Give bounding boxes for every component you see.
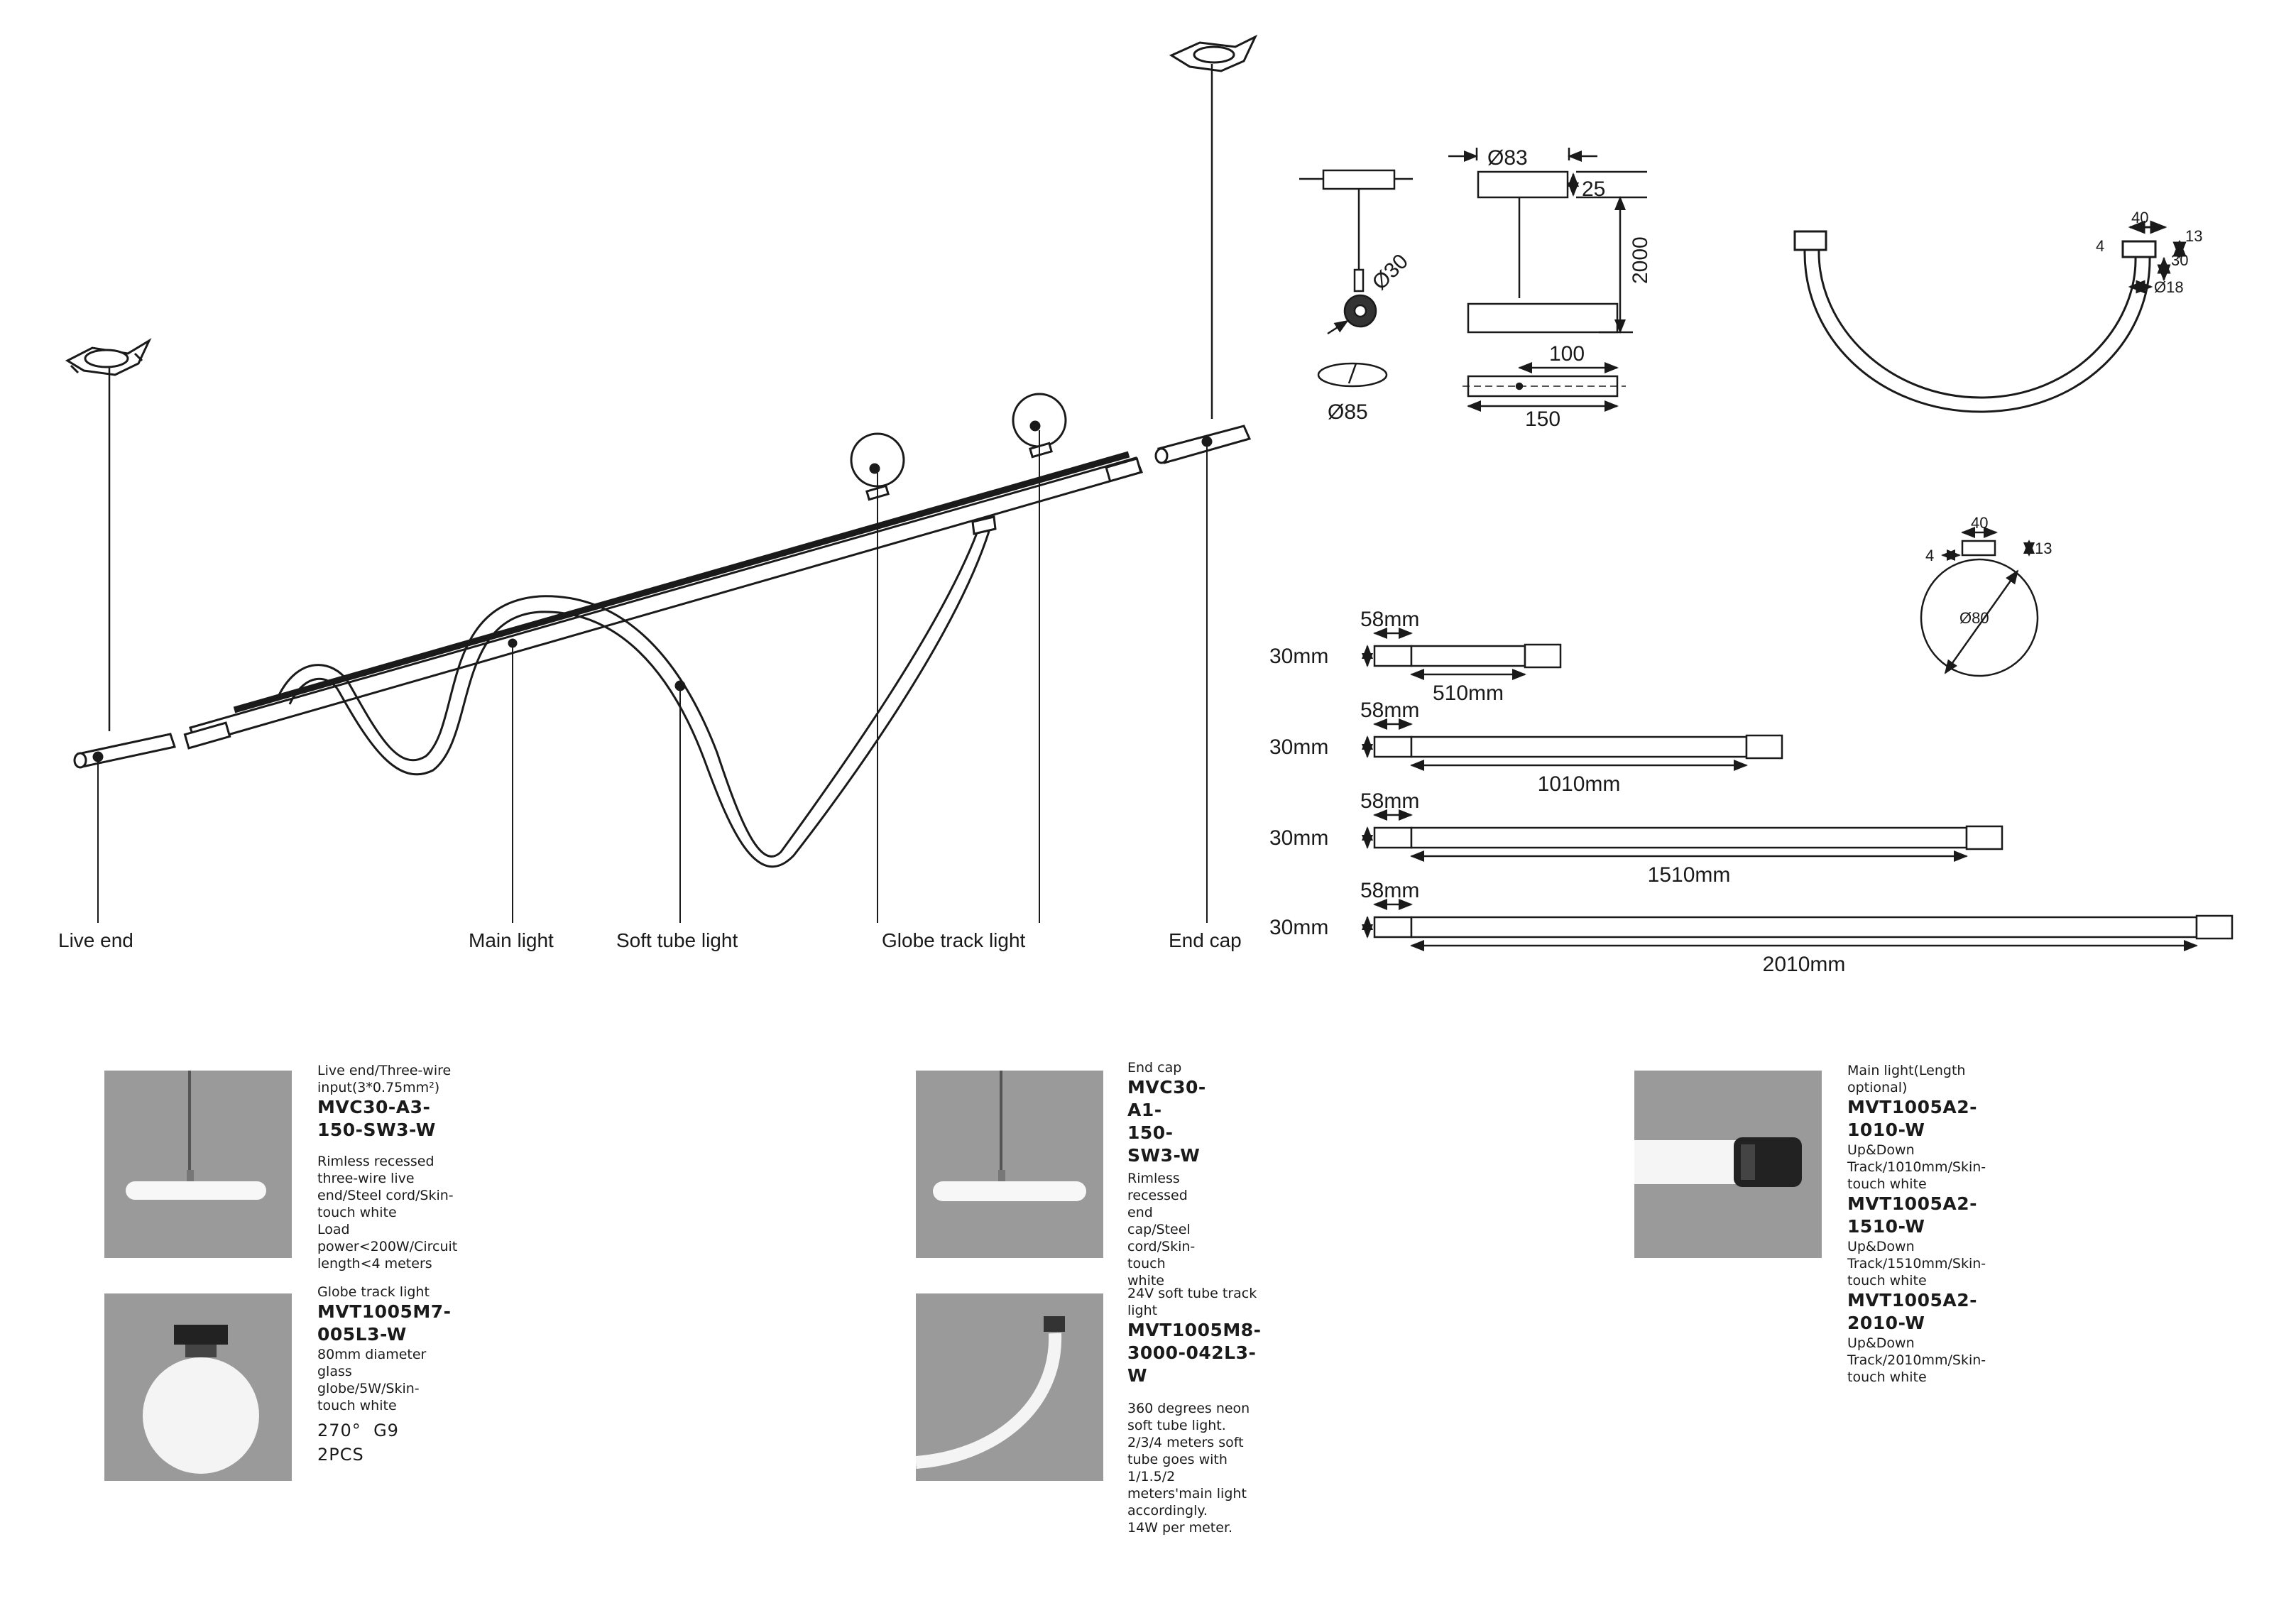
dim-globe-w40: 40 xyxy=(1971,514,1988,532)
dim-tube-w40: 40 xyxy=(2131,209,2148,226)
dim-tube-d18: Ø18 xyxy=(2154,278,2184,296)
main-light-desc-3: Up&Down Track/2010mm/Skin-touch white xyxy=(1847,1335,1986,1385)
track-head-connector xyxy=(1373,916,1413,939)
dim-h2000: 2000 xyxy=(1629,236,1652,284)
track-end-connector xyxy=(2195,914,2234,940)
dim-tube-h13: 13 xyxy=(2185,227,2202,245)
track-head-connector xyxy=(1373,735,1413,758)
globe-track-lights xyxy=(850,393,1067,923)
live-end-desc2: Load power<200W/Circuit length<4 meters xyxy=(317,1222,458,1271)
live-end-assembly xyxy=(65,338,176,923)
end-cap-title: End cap xyxy=(1127,1060,1182,1076)
track-head-connector xyxy=(1373,645,1413,667)
track-length-label: 2010mm xyxy=(1763,953,1846,976)
soft-tube-code: MVT1005M8-3000-042L3-W xyxy=(1127,1320,1262,1386)
track-length-label: 1010mm xyxy=(1538,772,1621,796)
canopy-front-view xyxy=(1448,148,1647,412)
globe-dimension-drawing xyxy=(1920,527,2039,677)
soft-tube-loop xyxy=(275,515,997,923)
soft-tube-desc2: 2/3/4 meters soft tube goes with 1/1.5/2… xyxy=(1127,1435,1247,1519)
dim-d83: Ø83 xyxy=(1487,146,1528,170)
globe-base: G9 xyxy=(373,1421,399,1440)
globe-desc1: 80mm diameter glass globe/5W/Skin-touch … xyxy=(317,1347,427,1413)
end-cap-thumbnail xyxy=(916,1071,1103,1258)
track-end-connector xyxy=(1745,734,1783,760)
track-length-label: 1510mm xyxy=(1648,863,1731,887)
track-tube-body xyxy=(1410,916,2198,939)
live-end-title: Live end/Three-wire input(3*0.75mm²) xyxy=(317,1063,452,1095)
globe-specs: 270° G9 xyxy=(317,1418,452,1443)
main-light-desc-1: Up&Down Track/1010mm/Skin-touch white xyxy=(1847,1142,1986,1192)
end-cap-assembly xyxy=(1154,34,1258,923)
track-diameter-label: 30mm xyxy=(1269,735,1328,759)
dim-tube-h30: 30 xyxy=(2171,251,2188,269)
globe-angle: 270° xyxy=(317,1421,361,1440)
soft-tube-thumbnail xyxy=(916,1293,1103,1481)
track-head-label: 58mm xyxy=(1360,789,1419,813)
dim-d30: Ø30 xyxy=(1368,250,1413,295)
track-length-label: 510mm xyxy=(1433,682,1504,705)
dim-globe-d80: Ø80 xyxy=(1959,609,1989,627)
soft-tube-desc1: 360 degrees neon soft tube light. xyxy=(1127,1401,1250,1433)
track-tube-body xyxy=(1410,826,1968,849)
track-head-label: 58mm xyxy=(1360,608,1419,631)
end-cap-desc1: Rimless recessed end cap/Steel cord/Skin… xyxy=(1127,1171,1196,1289)
track-head-label: 58mm xyxy=(1360,879,1419,902)
globe-qty: 2PCS xyxy=(317,1445,364,1465)
callout-soft-tube-light: Soft tube light xyxy=(616,929,738,951)
soft-tube-info: 24V soft tube track light MVT1005M8-3000… xyxy=(1127,1285,1262,1536)
live-end-code: MVC30-A3-150-SW3-W xyxy=(317,1097,436,1140)
live-end-desc1: Rimless recessed three-wire live end/Ste… xyxy=(317,1154,454,1220)
dim-w150: 150 xyxy=(1525,407,1560,431)
main-light-desc-2: Up&Down Track/1510mm/Skin-touch white xyxy=(1847,1239,1986,1289)
dim-globe-t4: 4 xyxy=(1925,547,1934,564)
track-diameter-label: 30mm xyxy=(1269,645,1328,668)
globe-info: Globe track light MVT1005M7-005L3-W 80mm… xyxy=(317,1284,452,1467)
main-light-code-2: MVT1005A2-1510-W xyxy=(1847,1193,1977,1237)
end-cap-code: MVC30-A1-150-SW3-W xyxy=(1127,1077,1206,1166)
soft-tube-title: 24V soft tube track light xyxy=(1127,1286,1257,1318)
globe-code: MVT1005M7-005L3-W xyxy=(317,1301,452,1345)
track-diameter-label: 30mm xyxy=(1269,826,1328,850)
track-head-connector xyxy=(1373,826,1413,849)
dim-w100: 100 xyxy=(1549,342,1585,366)
soft-tube-arc-drawing xyxy=(1793,220,2187,413)
track-tube-body xyxy=(1410,645,1526,667)
end-cap-info: End cap MVC30-A1-150-SW3-W Rimless reces… xyxy=(1127,1059,1206,1289)
callout-end-cap: End cap xyxy=(1169,929,1242,951)
globe-thumbnail xyxy=(104,1293,292,1481)
dim-globe-h13: 13 xyxy=(2035,540,2052,557)
product-line-drawing: Live end Main light Soft tube light Glob… xyxy=(58,34,2234,976)
dim-tube-t4: 4 xyxy=(2096,237,2104,255)
track-end-connector xyxy=(1965,825,2003,850)
callout-main-light: Main light xyxy=(469,929,554,951)
track-length-drawings: 58mm 30mm 510mm 58mm 30mm 1010mm 58mm 30mm 1510m… xyxy=(1269,608,2234,976)
track-diameter-label: 30mm xyxy=(1269,916,1328,939)
callout-live-end: Live end xyxy=(58,929,133,951)
track-end-connector xyxy=(1524,643,1562,669)
callout-globe-track-light: Globe track light xyxy=(882,929,1026,951)
track-head-label: 58mm xyxy=(1360,699,1419,722)
main-light-code-1: MVT1005A2-1010-W xyxy=(1847,1097,1977,1140)
dim-h25: 25 xyxy=(1582,177,1605,201)
live-end-info: Live end/Three-wire input(3*0.75mm²) MVC… xyxy=(317,1062,457,1272)
canopy-side-view xyxy=(1299,169,1413,388)
main-light-info: Main light(Length optional) MVT1005A2-10… xyxy=(1847,1062,1986,1386)
soft-tube-desc3: 14W per meter. xyxy=(1127,1520,1233,1536)
track-tube-body xyxy=(1410,735,1748,758)
main-light-title: Main light(Length optional) xyxy=(1847,1063,1966,1095)
globe-title: Globe track light xyxy=(317,1284,430,1300)
dim-d85: Ø85 xyxy=(1328,400,1368,424)
main-light-code-3: MVT1005A2-2010-W xyxy=(1847,1290,1977,1333)
live-end-thumbnail xyxy=(104,1071,292,1258)
main-light-rail xyxy=(183,451,1144,923)
main-light-thumbnail xyxy=(1634,1071,1822,1258)
